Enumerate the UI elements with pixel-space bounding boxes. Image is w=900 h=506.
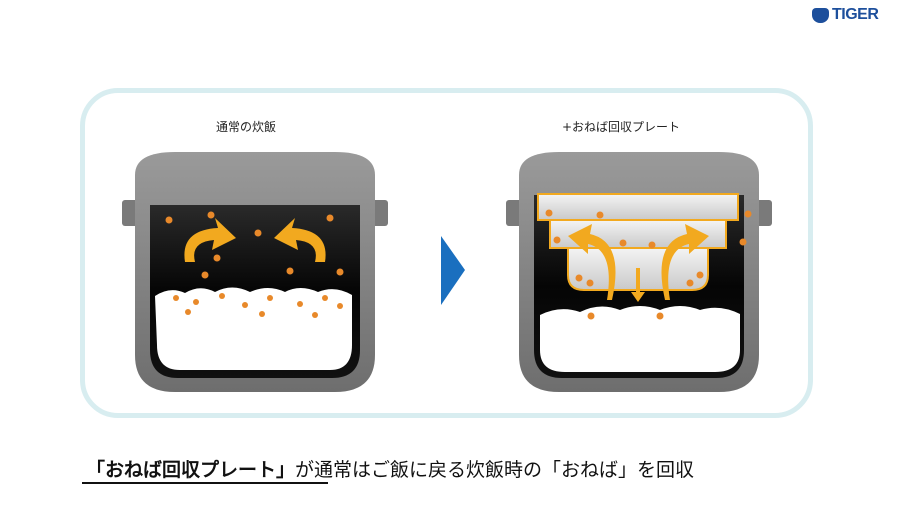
caption-text: が通常はご飯に戻る炊飯時の「おねば」を回収 (295, 459, 695, 481)
steam-arrow-right-icon (274, 218, 326, 262)
steam-arrow-right-icon (661, 224, 709, 300)
tiger-logo: TIGER (812, 6, 879, 24)
collection-plate-cooker-illustration (506, 152, 772, 392)
tiger-head-icon (812, 7, 829, 23)
normal-cooker-illustration (122, 152, 388, 392)
caption-highlight: 「おねば回収プレート」 (86, 459, 296, 481)
caption-underline (82, 482, 328, 484)
chevron-right-icon (441, 236, 465, 305)
caption: 「おねば回収プレート」が通常はご飯に戻る炊飯時の「おねば」を回収 (86, 455, 694, 482)
logo-text: TIGER (832, 6, 879, 23)
steam-arrow-left-icon (568, 224, 616, 300)
right-panel-label: +おねば回収プレート (562, 120, 681, 134)
drip-arrow-down-icon (631, 268, 645, 302)
diagram-frame (80, 88, 813, 418)
left-panel-label: 通常の炊飯 (216, 120, 277, 134)
steam-arrow-left-icon (184, 218, 236, 262)
